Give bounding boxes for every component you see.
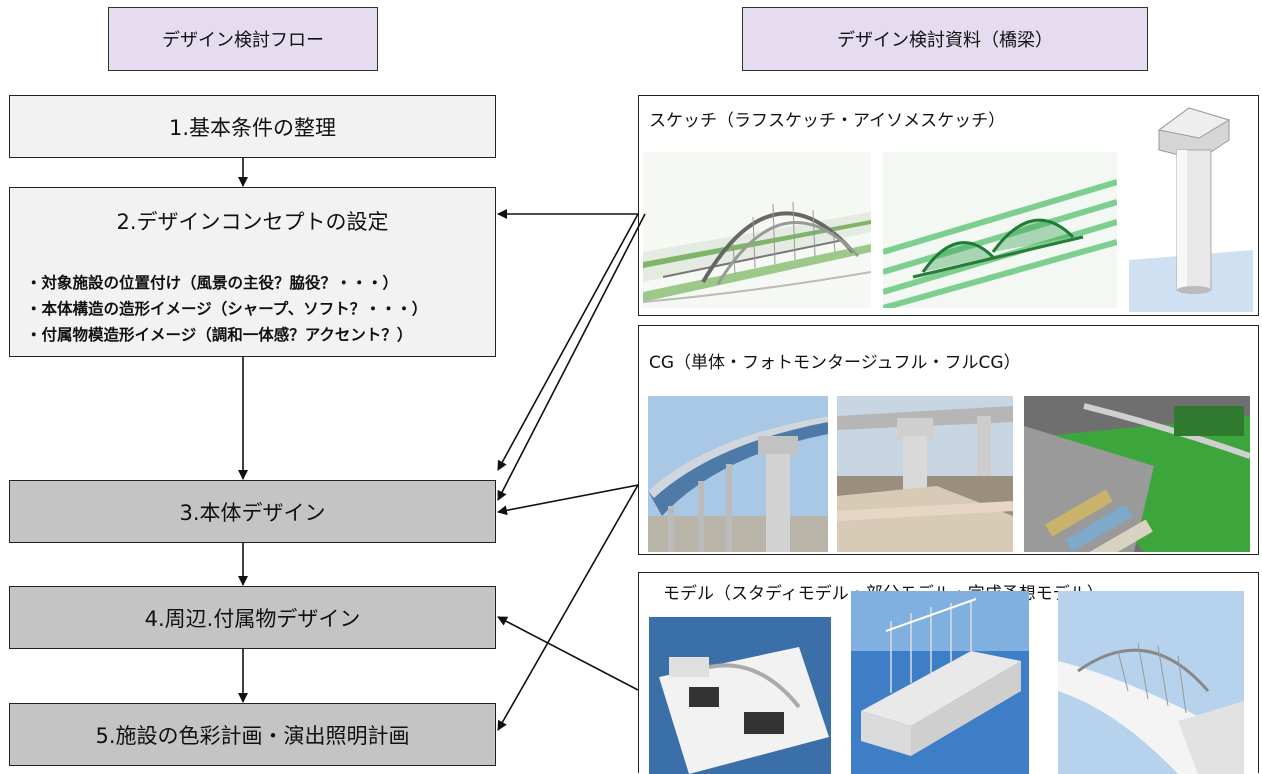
arrow-sketch-to-step3-a (497, 213, 639, 471)
model-panel: モデル（スタディモデル・部分モデル・完成予想モデル） (638, 572, 1259, 774)
step-3-main-body-design: 3.本体デザイン (9, 480, 496, 543)
flow-header-label: デザイン検討フロー (162, 30, 324, 51)
concept-bullet: ・対象施設の位置付け（風景の主役？脇役？・・・） (26, 274, 399, 292)
sketch-panel-title: スケッチ（ラフスケッチ・アイソメスケッチ） (649, 111, 1006, 131)
concept-bullet: ・付属物模造形イメージ（調和一体感？アクセント？） (26, 326, 413, 344)
step-1-basic-conditions: 1.基本条件の整理 (9, 95, 496, 158)
arch-bridge-sketch-image (643, 152, 871, 308)
full-cg-aerial-image (1024, 396, 1250, 552)
step-1-label: 1.基本条件の整理 (168, 115, 337, 140)
step-3-label: 3.本体デザイン (179, 500, 326, 525)
curved-viaduct-cg-image (648, 396, 828, 552)
completed-model-image (1058, 591, 1244, 774)
materials-header-label: デザイン検討資料（橋梁） (837, 30, 1053, 51)
cg-panel-title: CG（単体・フォトモンタージュフル・フルCG） (649, 353, 1021, 373)
step-4-label: 4.周辺.付属物デザイン (144, 606, 361, 631)
step-2-design-concept: 2.デザインコンセプトの設定 ・対象施設の位置付け（風景の主役？脇役？・・・） … (9, 187, 496, 357)
concept-bullet: ・本体構造の造形イメージ（シャープ、ソフト？・・・） (26, 300, 428, 318)
flow-header: デザイン検討フロー (108, 7, 378, 71)
step-4-surroundings-design: 4.周辺.付属物デザイン (9, 586, 496, 649)
step-5-color-lighting-plan: 5.施設の色彩計画・演出照明計画 (9, 703, 496, 766)
arrow-model-to-step4 (497, 616, 639, 691)
step-2-label: 2.デザインコンセプトの設定 (116, 210, 389, 234)
step-2-bullets: ・対象施設の位置付け（風景の主役？脇役？・・・） ・本体構造の造形イメージ（シャ… (10, 270, 495, 348)
step-5-label: 5.施設の色彩計画・演出照明計画 (95, 723, 410, 748)
elevated-road-photomontage-image (837, 396, 1013, 552)
study-model-image (649, 617, 831, 774)
sketch-panel: スケッチ（ラフスケッチ・アイソメスケッチ） (638, 95, 1259, 316)
partial-model-image (851, 591, 1029, 774)
pier-column-image (1129, 100, 1253, 312)
arrow-cg-to-step3 (497, 484, 639, 516)
arrow-sketch-to-step3-b (497, 213, 646, 501)
arrow-cg-to-step5 (497, 484, 639, 731)
materials-header: デザイン検討資料（橋梁） (742, 7, 1148, 71)
cg-panel: CG（単体・フォトモンタージュフル・フルCG） (638, 325, 1259, 555)
green-arch-bridge-sketch-image (883, 152, 1117, 308)
